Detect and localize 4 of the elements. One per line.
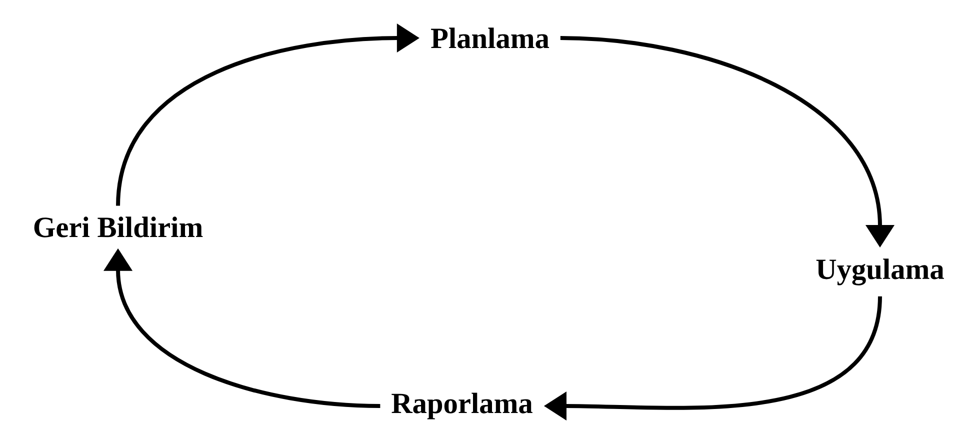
step-label: Planlama — [431, 28, 550, 48]
step-label: Raporlama — [392, 392, 532, 420]
step-label: Uygulama — [816, 258, 944, 286]
step-label: Geri Bildirim — [34, 216, 203, 238]
